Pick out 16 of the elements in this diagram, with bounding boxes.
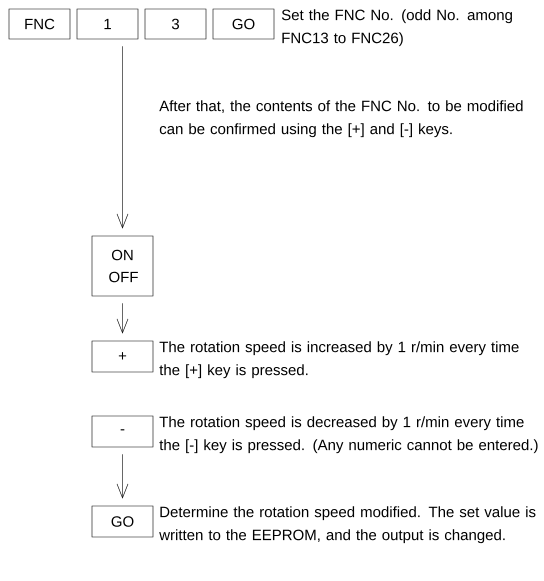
key-description: The rotation speed is increased by 1 r/min every time the [+] key is pressed. [159,341,519,378]
key-box: 3 [144,8,206,40]
key-box: 1 [76,8,138,40]
key-box: GO [212,8,274,40]
key-box: FNC [8,8,70,40]
key-box: ON OFF [92,236,154,296]
arrow [116,303,128,334]
arrow [116,454,128,499]
key-description: The rotation speed is decreased by 1 r/min every time the [-] key is pressed. (Any numeric cannot be entered.) [159,416,538,454]
key-description: Set the FNC No. (odd No. among FNC13 to FNC26) [282,9,512,46]
arrow [116,46,128,229]
key-box: - [92,416,154,448]
key-box: + [92,340,154,372]
key-box: GO [92,506,154,538]
key-description: Determine the rotation speed modified. The set value is written to the EEPROM, and the output is changed. [159,506,536,544]
note-text: After that, the contents of the FNC No. to be modified can be confirmed using the [+] and [-] keys. [159,100,523,138]
